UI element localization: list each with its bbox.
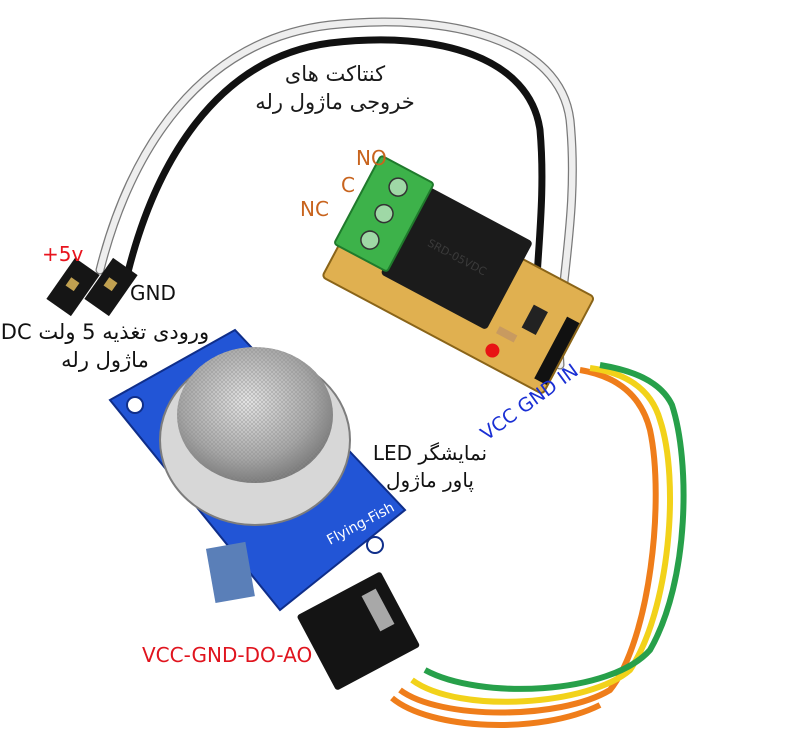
- gnd-label: GND: [130, 281, 176, 305]
- black-wire: [124, 36, 546, 374]
- supply-wires: [95, 17, 577, 374]
- green-wire: [423, 362, 687, 692]
- power-led: [485, 343, 500, 358]
- relay-contacts-label: کنتاکت های خروجی ماژول رله: [255, 62, 415, 115]
- yellow-wire: [410, 365, 673, 705]
- relay-coil: [381, 187, 532, 329]
- sensor-pins-label: VCC-GND-DO-AO: [142, 643, 313, 667]
- common-contact-label: C: [341, 173, 355, 197]
- nc-contact-label: NC: [300, 197, 329, 221]
- no-contact-label: NO: [356, 146, 387, 170]
- power-led-label: نمایشگر LED پاور ماژول: [372, 441, 488, 492]
- plus-5v-label: +5v: [42, 242, 84, 266]
- signal-wires: [390, 362, 687, 728]
- relay-header: [534, 316, 580, 385]
- relay-module: SRD-05VDC: [322, 155, 594, 394]
- gas-sensor-module: Flying-Fish: [108, 328, 420, 690]
- supply-connectors: [46, 257, 138, 317]
- power-input-label: ورودی تغذیه 5 ولت DC ماژول رله: [0, 320, 210, 373]
- sensor-header: [297, 572, 420, 690]
- orange-wire: [398, 367, 659, 716]
